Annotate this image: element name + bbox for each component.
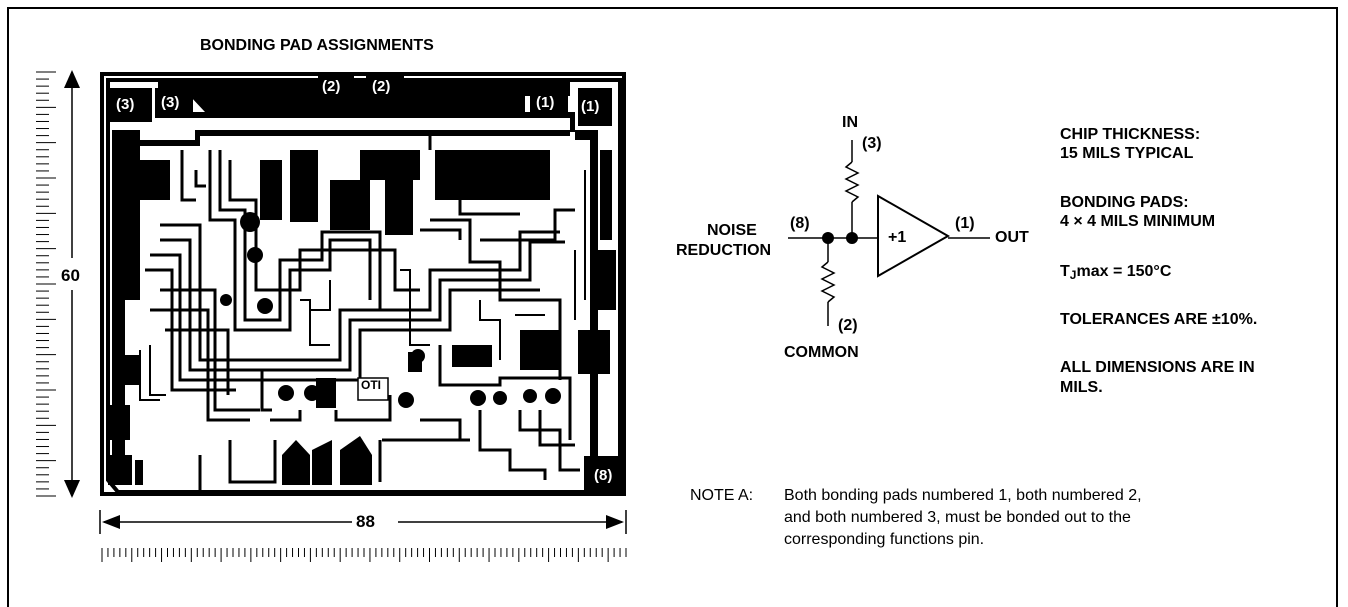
figure-title: BONDING PAD ASSIGNMENTS xyxy=(200,37,434,54)
input-node xyxy=(846,232,858,244)
width-dimension-label: 88 xyxy=(356,512,375,531)
height-dimension-arrow xyxy=(64,70,80,498)
spec-thickness-1: CHIP THICKNESS: xyxy=(1060,126,1201,143)
spec-tj: TJmax = 150°C xyxy=(1060,262,1171,282)
common-pin-label: (2) xyxy=(838,317,858,334)
pad-label-8: (8) xyxy=(594,467,613,484)
figure-frame xyxy=(7,7,1338,607)
spec-dims-2: MILS. xyxy=(1060,379,1103,396)
spec-tolerance: TOLERANCES ARE ±10%. xyxy=(1060,311,1258,328)
note-line-3: corresponding functions pin. xyxy=(784,531,985,548)
in-label: IN xyxy=(842,114,858,131)
spec-tj-rest: max = 150°C xyxy=(1076,263,1172,280)
spec-thickness-2: 15 MILS TYPICAL xyxy=(1060,145,1194,162)
vertical-ruler xyxy=(36,71,56,497)
noise-pin-label: (8) xyxy=(790,215,810,232)
pad-label-1b: (1) xyxy=(581,98,600,115)
spec-dims-1: ALL DIMENSIONS ARE IN xyxy=(1060,359,1255,376)
pad-label-2b: (2) xyxy=(372,78,391,95)
out-pin-label: (1) xyxy=(955,215,975,232)
common-resistor xyxy=(820,261,836,303)
horizontal-ruler xyxy=(101,548,627,562)
chip-mark: OTI xyxy=(361,378,381,392)
spec-pads-1: BONDING PADS: xyxy=(1060,194,1189,211)
note-line-2: and both numbered 3, must be bonded out … xyxy=(784,509,1131,526)
spec-pads-2: 4 × 4 MILS MINIMUM xyxy=(1060,213,1216,230)
note-line-1: Both bonding pads numbered 1, both numbe… xyxy=(784,487,1142,504)
amp-gain-label: +1 xyxy=(888,229,907,246)
input-resistor xyxy=(844,161,860,203)
pad-label-2a: (2) xyxy=(322,78,341,95)
common-label: COMMON xyxy=(784,344,859,361)
note-label: NOTE A: xyxy=(690,487,754,504)
spec-tj-prefix: T xyxy=(1060,263,1070,280)
pad-label-3a: (3) xyxy=(116,96,135,113)
pad-label-1a: (1) xyxy=(536,94,555,111)
noise-node xyxy=(822,232,834,244)
chip-die xyxy=(100,72,626,496)
height-dimension-label: 60 xyxy=(61,266,80,285)
pad-label-3b: (3) xyxy=(161,94,180,111)
width-dimension-arrow xyxy=(99,510,627,534)
noise-label: NOISE xyxy=(707,222,757,239)
buffer-amplifier xyxy=(877,194,951,278)
out-label: OUT xyxy=(995,229,1029,246)
in-pin-label: (3) xyxy=(862,135,882,152)
spec-tj-sub: J xyxy=(1069,268,1077,282)
reduction-label: REDUCTION xyxy=(676,242,772,259)
